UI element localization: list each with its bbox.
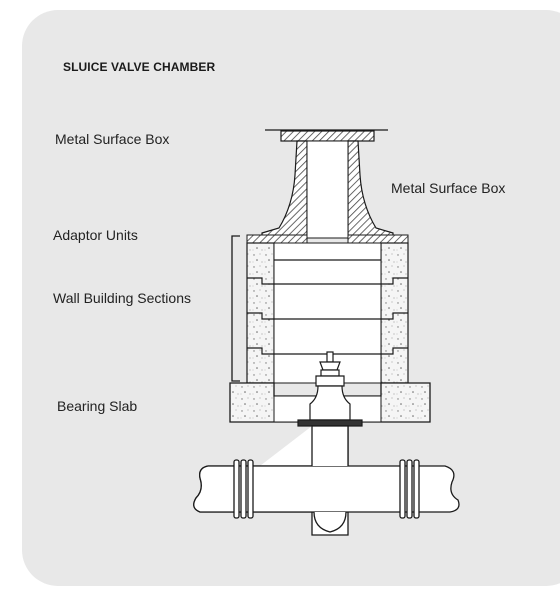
- label-metal-surface-box-right: Metal Surface Box: [391, 180, 506, 196]
- surface-box-left-wall: [261, 140, 308, 239]
- surface-box-lid: [280, 130, 375, 142]
- wall-sections-bracket: [231, 235, 240, 382]
- label-metal-surface-box-left: Metal Surface Box: [55, 131, 170, 147]
- main-pipe: [193, 425, 460, 536]
- label-adaptor-units: Adaptor Units: [53, 227, 138, 243]
- surface-box-right-wall: [347, 140, 394, 239]
- surface-box-interior: [306, 140, 349, 239]
- diagram-title: SLUICE VALVE CHAMBER: [63, 60, 216, 74]
- pipe-collars: [233, 459, 420, 519]
- sluice-valve: [297, 351, 363, 427]
- label-bearing-slab: Bearing Slab: [57, 398, 138, 414]
- adaptor-unit-right: [347, 234, 409, 244]
- label-wall-building-sections: Wall Building Sections: [53, 290, 191, 306]
- adaptor-unit-left: [246, 234, 308, 244]
